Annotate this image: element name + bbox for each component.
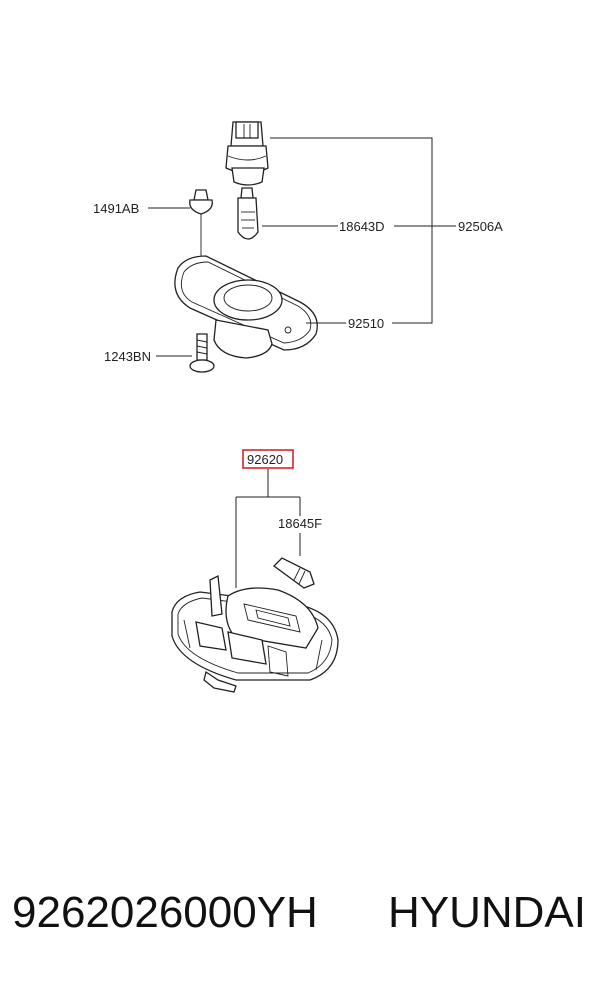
lamp-housing-92510-part (174, 255, 318, 359)
lower-assembly: 92620 18645F (171, 449, 339, 693)
brand-text: HYUNDAI (387, 888, 586, 937)
part-number-text: 9262026000YH (12, 888, 318, 937)
upper-leader-lines (148, 137, 456, 357)
highlighted-callout-box (242, 449, 294, 469)
bulb-18643d-part (237, 187, 259, 240)
lower-leader-lines (235, 469, 301, 588)
lamp-assembly-92620-part (171, 574, 339, 693)
callout-92506a: 92506A (458, 219, 503, 234)
caption-bar: 9262026000YH HYUNDAI (0, 878, 600, 948)
callout-18645f: 18645F (278, 516, 322, 531)
callout-1243bn: 1243BN (104, 349, 151, 364)
callout-1491ab: 1491AB (93, 201, 139, 216)
screw-1243bn-part (189, 333, 215, 373)
upper-assembly: 1491AB 18643D 92506A 92510 1243BN (93, 121, 503, 373)
callout-92510: 92510 (348, 316, 384, 331)
bulb-socket-part (225, 121, 269, 186)
parts-diagram: 1491AB 18643D 92506A 92510 1243BN 92620 … (93, 121, 503, 693)
callout-92620: 92620 (247, 452, 283, 467)
bulb-18645f-part (273, 557, 315, 589)
callout-18643d: 18643D (339, 219, 385, 234)
